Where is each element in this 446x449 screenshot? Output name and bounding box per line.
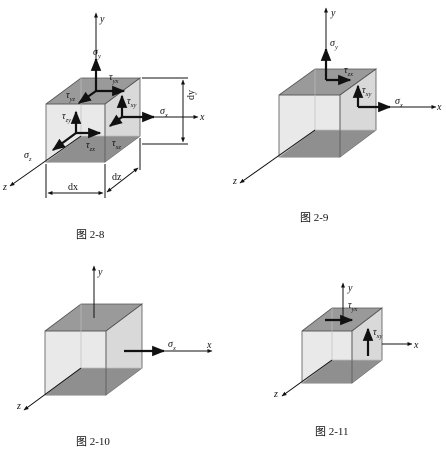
- figure-caption: 图 2-9: [300, 211, 329, 224]
- axis-label-x: x: [199, 112, 205, 123]
- stress-label: τyz: [66, 90, 75, 103]
- z-axis: [9, 135, 82, 187]
- tau-xz-arrow: [108, 114, 123, 127]
- figure-2-11: y x z τyx τxy 图 2-11: [273, 282, 419, 438]
- stress-label: τzx: [86, 140, 95, 153]
- axis-label-y: y: [347, 283, 353, 294]
- axis-label-y: y: [99, 14, 105, 25]
- figure-2-10: y x z σx 图 2-10: [16, 265, 213, 448]
- svg-text:dy: dy: [186, 90, 197, 100]
- cube-element: [44, 303, 144, 396]
- dimension-dx: dx: [45, 164, 106, 198]
- axis-label-y: y: [330, 8, 336, 19]
- stress-label: τxy: [362, 85, 371, 98]
- figure-caption: 图 2-11: [315, 425, 349, 438]
- axis-label-z: z: [2, 182, 7, 193]
- stress-label: τyx: [348, 300, 357, 313]
- dimension-dy: dy: [142, 77, 197, 145]
- axis-label-x: x: [436, 102, 442, 113]
- axis-label-x: x: [206, 340, 212, 351]
- axis-label-x: x: [413, 340, 419, 351]
- axis-label-z: z: [273, 389, 278, 400]
- stress-label: τyx: [109, 72, 118, 85]
- stress-label: τxz: [112, 138, 121, 151]
- axis-label-z: z: [232, 176, 237, 187]
- axis-label-z: z: [16, 401, 21, 412]
- figure-2-9: y x z σy τzx τxy σx 图 2-9: [232, 7, 442, 224]
- stress-label: σx: [168, 339, 176, 352]
- sigma-z-arrow: [51, 132, 77, 151]
- axis-label-y: y: [97, 267, 103, 278]
- stress-label: τzy: [62, 111, 71, 124]
- z-axis: [23, 367, 82, 411]
- tau-yz-arrow: [77, 90, 97, 104]
- stress-label: σx: [160, 106, 168, 119]
- z-axis: [239, 129, 316, 184]
- stress-label: σy: [93, 47, 101, 60]
- z-axis: [281, 359, 333, 397]
- cube-element: [278, 68, 378, 158]
- stress-label: σy: [330, 38, 338, 51]
- stress-label: τxy: [373, 327, 382, 340]
- stress-label: τxy: [127, 96, 136, 109]
- stress-label: σz: [24, 150, 32, 163]
- figure-caption: 图 2-8: [76, 228, 105, 241]
- dimension-dz: dz: [106, 138, 141, 193]
- svg-text:dx: dx: [68, 182, 78, 193]
- svg-text:dz: dz: [112, 172, 122, 183]
- stress-label: τzx: [344, 65, 353, 78]
- stress-label: σx: [395, 96, 403, 109]
- figure-caption: 图 2-10: [76, 435, 110, 448]
- figure-2-8: y x z σy τyx τyz τxy σx τzy τzx σz τxz d…: [2, 12, 205, 241]
